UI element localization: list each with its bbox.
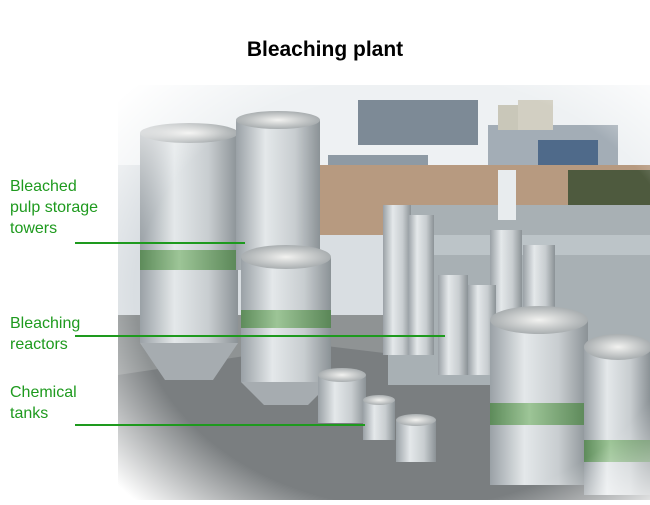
label-reactors: Bleaching reactors <box>10 315 81 353</box>
page-title: Bleaching plant <box>246 38 404 61</box>
leader-line-reactors <box>75 335 445 337</box>
plant-photo <box>118 85 650 500</box>
leader-line-chemical-tanks <box>75 424 365 426</box>
label-chemical-tanks: Chemical tanks <box>10 384 77 422</box>
label-storage-towers: Bleached pulp storage towers <box>10 178 99 237</box>
leader-line-storage-towers <box>75 242 245 244</box>
